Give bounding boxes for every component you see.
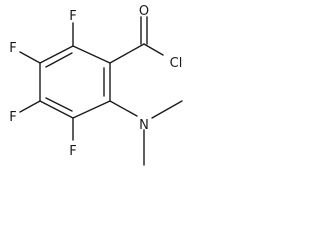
ring-bond-bottom-right [72,100,111,119]
ring-bond-bottom-left-inner [45,97,73,112]
chlorine-label: Cl [170,56,183,71]
bond-ring-to-fluorine-lower-left [19,100,41,113]
bond-carbonyl-to-chlorine [143,43,164,56]
bond-ring-to-carbonyl [109,43,145,64]
ring-bond-top-left [39,45,74,64]
bond-ring-to-nitrogen [109,100,138,117]
oxygen-label: O [139,4,149,19]
fluorine-top-label: F [69,9,76,24]
fluorine-upper-left-label: F [9,41,16,56]
chemical-structure: O Cl N F F F F [9,4,183,166]
bond-nitrogen-to-methyl-right [151,100,183,119]
ring-bond-bottom-left [39,100,74,119]
fluorine-lower-left-label: F [9,110,16,125]
fluorine-bottom-label: F [69,144,76,159]
ring-bond-top-left-inner [45,52,73,68]
ring-bond-top-right [72,45,111,64]
bond-ring-to-fluorine-upper-left [19,51,41,64]
nitrogen-label: N [139,118,149,133]
